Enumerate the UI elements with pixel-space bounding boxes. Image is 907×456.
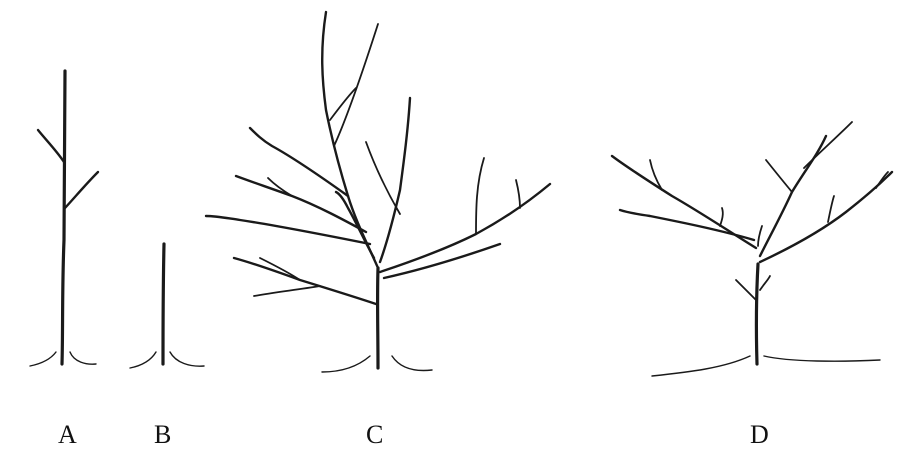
tree-a-trunk xyxy=(62,71,65,364)
tree-c-right-mid-limb xyxy=(380,184,550,272)
tree-d-trunk-stub-left xyxy=(736,280,756,300)
label-a: A xyxy=(58,422,77,448)
tree-c-right-scaffold xyxy=(380,98,410,262)
tree-c-right-fork xyxy=(366,142,400,214)
tree-d-lower-left-scaffold xyxy=(620,210,754,240)
tree-a-upper-shoot xyxy=(38,130,64,162)
tree-c-inner-left-twig xyxy=(268,178,292,196)
tree-c-lower-left-twig xyxy=(254,286,320,296)
tree-d-center-tip xyxy=(804,122,852,168)
tree-d-center-stub xyxy=(758,226,762,246)
tree-d-right-twig-tip xyxy=(876,172,888,188)
tree-d-right-twig-mid xyxy=(828,196,834,222)
tree-d-drawing xyxy=(612,122,892,376)
tree-b-drawing xyxy=(130,244,204,368)
tree-a-drawing xyxy=(30,71,98,366)
label-b: B xyxy=(154,422,171,448)
tree-c-drawing xyxy=(206,12,550,372)
tree-c-leader-twig-right xyxy=(334,24,378,146)
tree-d-trunk xyxy=(756,264,758,364)
tree-d-trunk-stub-right xyxy=(760,276,770,290)
tree-c-right-mid-twig-tip xyxy=(516,180,520,208)
tree-a-lower-shoot xyxy=(65,172,98,208)
tree-c-right-mid-twig-up xyxy=(476,158,484,234)
tree-d-left-twig-mid xyxy=(720,208,723,226)
tree-c-leader-twig-upper xyxy=(330,88,356,120)
tree-d-center-branch xyxy=(760,136,826,256)
label-d: D xyxy=(750,422,769,448)
tree-d-ground xyxy=(652,356,880,376)
tree-c-lower-left-limb xyxy=(234,258,376,304)
label-c: C xyxy=(366,422,383,448)
tree-b-trunk xyxy=(163,244,164,364)
tree-b-ground xyxy=(130,352,204,368)
tree-d-center-fork xyxy=(766,160,792,192)
